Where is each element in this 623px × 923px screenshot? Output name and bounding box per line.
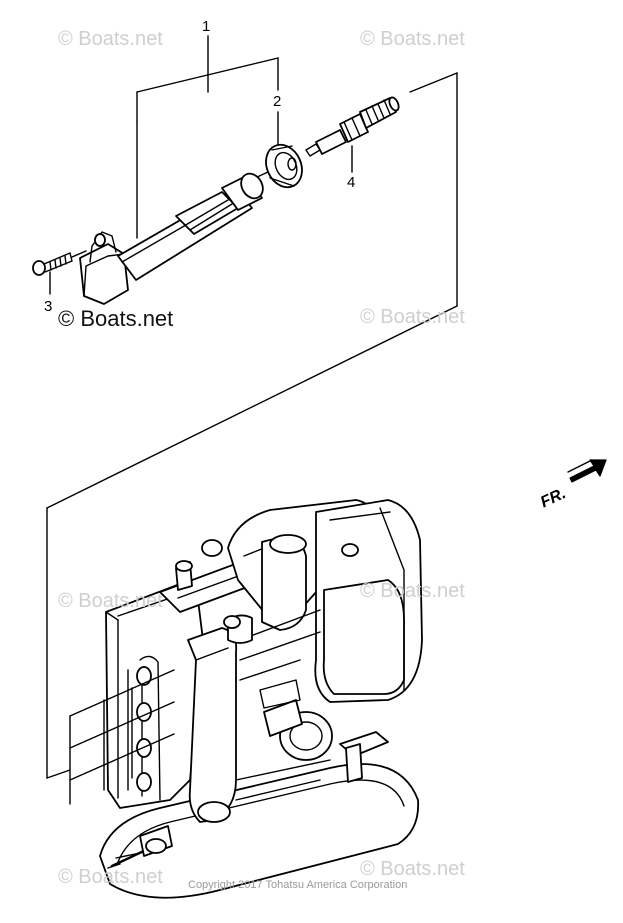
- front-direction-arrow-icon: [567, 459, 607, 483]
- callout-number-1: 1: [202, 18, 211, 35]
- leader-lines: [49, 111, 353, 295]
- callout-number-4: 4: [347, 174, 356, 191]
- watermark-text: © Boats.net: [58, 590, 163, 612]
- engine-block-illustration: [99, 499, 423, 899]
- callout-number-3: 3: [44, 298, 53, 315]
- watermark-text: © Boats.net: [58, 28, 163, 50]
- engine-reference-grid: [69, 669, 175, 805]
- watermark-text: © Boats.net: [360, 858, 465, 880]
- spark-plug-part-4: [305, 96, 400, 157]
- seal-ring-part-2: [265, 143, 303, 189]
- ignition-coil-part-1: [79, 172, 264, 305]
- callout-bracket-1: [136, 35, 279, 239]
- reference-frame: [46, 72, 458, 779]
- watermark-text: © Boats.net: [58, 866, 163, 888]
- watermark-text: © Boats.net: [360, 580, 465, 602]
- bolt-part-3: [32, 250, 87, 276]
- callout-number-2: 2: [273, 93, 282, 110]
- copyright-text: Copyright 2017 Tohatsu America Corporati…: [188, 879, 408, 891]
- watermark-text: © Boats.net: [58, 306, 174, 331]
- watermark-text: © Boats.net: [360, 306, 465, 328]
- watermark-text: © Boats.net: [360, 28, 465, 50]
